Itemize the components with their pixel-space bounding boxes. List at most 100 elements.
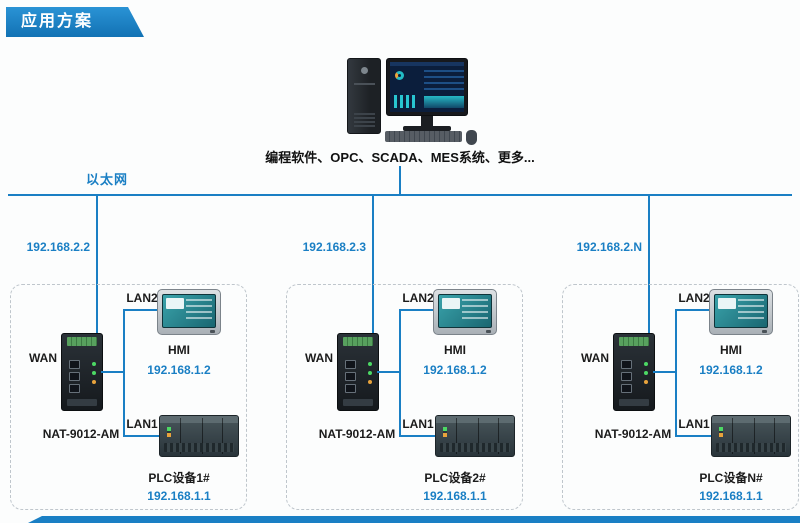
uplink-ip: 192.168.2.3: [302, 240, 366, 254]
bar-chart-icon: [394, 95, 418, 108]
lan-trunk-line: [123, 309, 125, 437]
page-title: 应用方案: [6, 7, 144, 37]
ethernet-port-icon: [621, 384, 632, 393]
plc-module-seam: [202, 418, 203, 454]
footer-accent-bar: [28, 516, 800, 523]
gateway-device: [337, 333, 379, 411]
network-group-1: 192.168.2.2 WAN NAT-9012-AM LAN2 LAN1: [10, 196, 250, 514]
plc-module-seam: [754, 418, 755, 454]
network-group-2: 192.168.2.3 WAN NAT-9012-AM LAN2 LAN1: [286, 196, 526, 514]
plc-name: PLC设备1#: [148, 471, 210, 485]
lan2-port-label: LAN2: [678, 291, 710, 305]
monitor-stand: [421, 116, 433, 127]
hmi-panel: [433, 289, 497, 335]
status-led-icon: [368, 380, 372, 384]
tower-logo-icon: [361, 67, 368, 74]
hmi-rows-icon: [186, 299, 212, 321]
gateway-name: NAT-9012-AM: [318, 427, 396, 441]
plc-terminal-strip: [716, 443, 786, 452]
lan1-port-label: LAN1: [126, 417, 158, 431]
hmi-branch-line: [675, 309, 711, 311]
computer-uplink-line: [399, 166, 401, 194]
terminal-block: [67, 337, 97, 346]
pc-tower: [347, 58, 381, 134]
hmi-ip: 192.168.1.2: [147, 363, 211, 377]
hmi-window-icon: [166, 298, 184, 309]
tower-drive-slot: [354, 83, 375, 85]
plc-led-icon: [443, 427, 447, 437]
hmi-power-button: [486, 330, 491, 333]
monitor-screen: [390, 62, 464, 112]
uplink-ip: 192.168.2.2: [26, 240, 90, 254]
plc-device: [435, 415, 515, 457]
status-led-icon: [92, 380, 96, 384]
plc-branch-line: [675, 435, 713, 437]
terminal-block: [343, 337, 373, 346]
plc-ip: 192.168.1.1: [699, 489, 763, 503]
hmi-name: HMI: [720, 343, 742, 357]
ethernet-port-icon: [69, 384, 80, 393]
wan-port-label: WAN: [581, 351, 609, 365]
ethernet-bus-line: [8, 194, 792, 196]
plc-module-seam: [498, 418, 499, 454]
hmi-rows-icon: [738, 299, 764, 321]
plc-branch-line: [123, 435, 161, 437]
hmi-power-button: [210, 330, 215, 333]
gateway-lan-line: [101, 371, 125, 373]
status-led-icon: [644, 380, 648, 384]
ethernet-port-icon: [621, 372, 632, 381]
monitor: [386, 58, 468, 116]
hmi-branch-line: [123, 309, 159, 311]
tower-vent: [354, 113, 375, 127]
area-chart-icon: [424, 96, 464, 108]
status-led-icon: [92, 362, 96, 366]
lan-trunk-line: [675, 309, 677, 437]
status-led-icon: [368, 362, 372, 366]
gateway-lan-line: [377, 371, 401, 373]
lan2-port-label: LAN2: [402, 291, 434, 305]
ethernet-port-icon: [69, 360, 80, 369]
plc-ip: 192.168.1.1: [423, 489, 487, 503]
hmi-screen: [438, 294, 492, 328]
gateway-name: NAT-9012-AM: [594, 427, 672, 441]
dashboard-header: [390, 62, 464, 66]
lan-trunk-line: [399, 309, 401, 437]
plc-top-rail: [436, 416, 514, 423]
plc-module-seam: [732, 418, 733, 454]
hmi-window-icon: [718, 298, 736, 309]
plc-terminal-strip: [164, 443, 234, 452]
hmi-name: HMI: [444, 343, 466, 357]
hmi-screen: [714, 294, 768, 328]
plc-module-seam: [478, 418, 479, 454]
gateway-lan-line: [653, 371, 677, 373]
hmi-ip: 192.168.1.2: [423, 363, 487, 377]
donut-chart-icon: [395, 71, 404, 80]
hmi-panel: [709, 289, 773, 335]
din-rail-base: [619, 399, 649, 406]
uplink-line: [648, 196, 650, 334]
hmi-screen: [162, 294, 216, 328]
plc-terminal-strip: [440, 443, 510, 452]
hmi-window-icon: [442, 298, 460, 309]
plc-ip: 192.168.1.1: [147, 489, 211, 503]
wan-port-label: WAN: [29, 351, 57, 365]
status-led-icon: [644, 371, 648, 375]
mouse: [466, 130, 477, 145]
plc-led-icon: [167, 427, 171, 437]
monitor-base: [403, 126, 451, 131]
plc-name: PLC设备N#: [699, 471, 763, 485]
ethernet-port-icon: [345, 384, 356, 393]
hmi-name: HMI: [168, 343, 190, 357]
plc-name: PLC设备2#: [424, 471, 486, 485]
uplink-line: [372, 196, 374, 334]
plc-led-icon: [719, 427, 723, 437]
plc-top-rail: [160, 416, 238, 423]
terminal-block: [619, 337, 649, 346]
site-boundary: WAN NAT-9012-AM LAN2 LAN1: [10, 284, 247, 510]
ethernet-port-icon: [345, 372, 356, 381]
hmi-rows-icon: [462, 299, 488, 321]
status-led-icon: [92, 371, 96, 375]
lan2-port-label: LAN2: [126, 291, 158, 305]
hmi-panel: [157, 289, 221, 335]
